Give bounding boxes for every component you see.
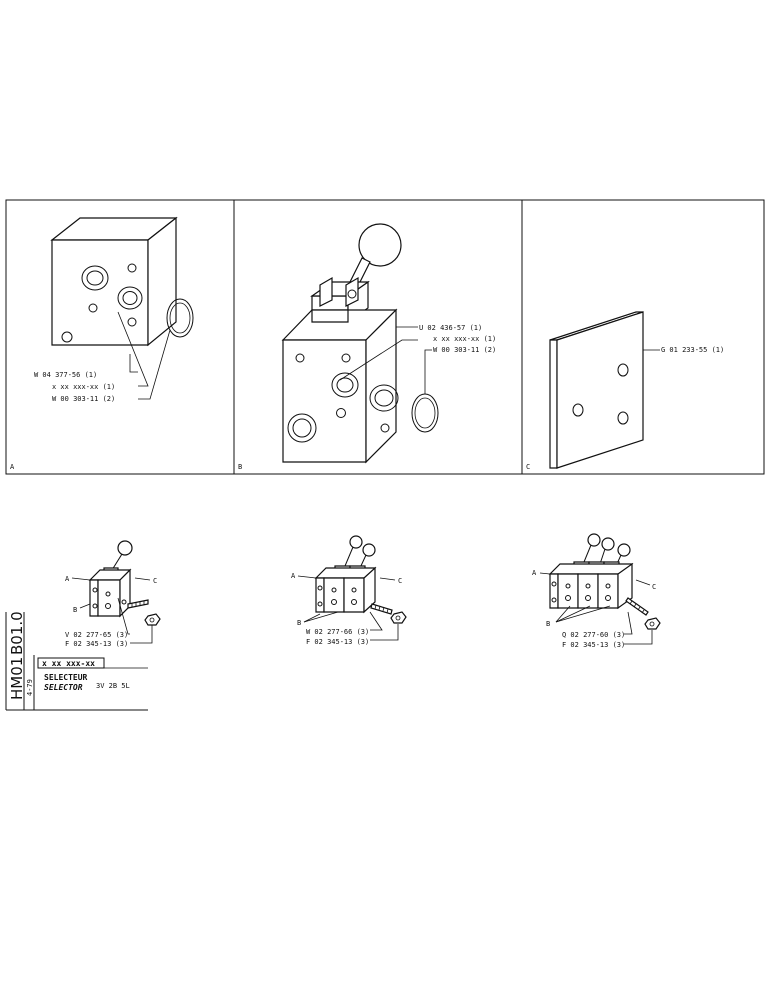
panel-c-callout-1: G 01 233-55 (1) bbox=[661, 346, 724, 354]
panel-b-callout-2: x xx xxx-xx (1) bbox=[433, 335, 496, 343]
assembly-1-label-a: A bbox=[65, 575, 70, 583]
name-en: SELECTOR bbox=[44, 683, 83, 692]
assembly-2-callout-2: F 02 345-13 (3) bbox=[306, 638, 369, 646]
title-block bbox=[5, 612, 148, 711]
assembly-3-callout-1: Q 02 277-60 (3) bbox=[562, 631, 625, 639]
assembly-2-drawing bbox=[297, 535, 407, 641]
assembly-1-label-c: C bbox=[153, 577, 157, 585]
assembly-3-callout-2: F 02 345-13 (3) bbox=[562, 641, 625, 649]
spec-text: 3V 2B 5L bbox=[96, 682, 130, 690]
assembly-2-label-b: B bbox=[297, 619, 301, 627]
assembly-2-label-c: C bbox=[398, 577, 402, 585]
panel-b-drawing bbox=[281, 223, 439, 464]
assembly-3-label-a: A bbox=[532, 569, 537, 577]
sheet-code-b: B01.0 bbox=[8, 611, 26, 655]
panel-b-letter: B bbox=[238, 463, 242, 471]
panel-frame bbox=[5, 199, 765, 475]
assembly-3-drawing bbox=[539, 533, 661, 645]
assembly-3-label-c: C bbox=[652, 583, 656, 591]
assembly-2-callout-1: W 02 277-66 (3) bbox=[306, 628, 369, 636]
sheet-code-a: HM01 bbox=[8, 657, 26, 700]
panel-c-letter: C bbox=[526, 463, 530, 471]
assembly-1-callout-1: V 02 277-65 (3) bbox=[65, 631, 128, 639]
panel-a-drawing bbox=[50, 216, 194, 400]
assembly-2-label-a: A bbox=[291, 572, 296, 580]
sheet-date: 4-79 bbox=[26, 679, 34, 696]
assembly-1-callout-2: F 02 345-13 (3) bbox=[65, 640, 128, 648]
part-number: x xx xxx-xx bbox=[42, 659, 95, 668]
panel-a-callout-3: W 00 303-11 (2) bbox=[52, 395, 115, 403]
assembly-3-label-b: B bbox=[546, 620, 550, 628]
panel-c-drawing bbox=[549, 311, 660, 469]
panel-a-callout-1: W 04 377-56 (1) bbox=[34, 371, 97, 379]
assembly-1-drawing bbox=[71, 540, 161, 644]
assembly-1-label-b: B bbox=[73, 606, 77, 614]
name-fr: SELECTEUR bbox=[44, 673, 88, 682]
panel-a-callout-2: x xx xxx-xx (1) bbox=[52, 383, 115, 391]
panel-b-callout-1: U 02 436-57 (1) bbox=[419, 324, 482, 332]
panel-a-letter: A bbox=[10, 463, 15, 471]
panel-b-callout-3: W 00 303-11 (2) bbox=[433, 346, 496, 354]
